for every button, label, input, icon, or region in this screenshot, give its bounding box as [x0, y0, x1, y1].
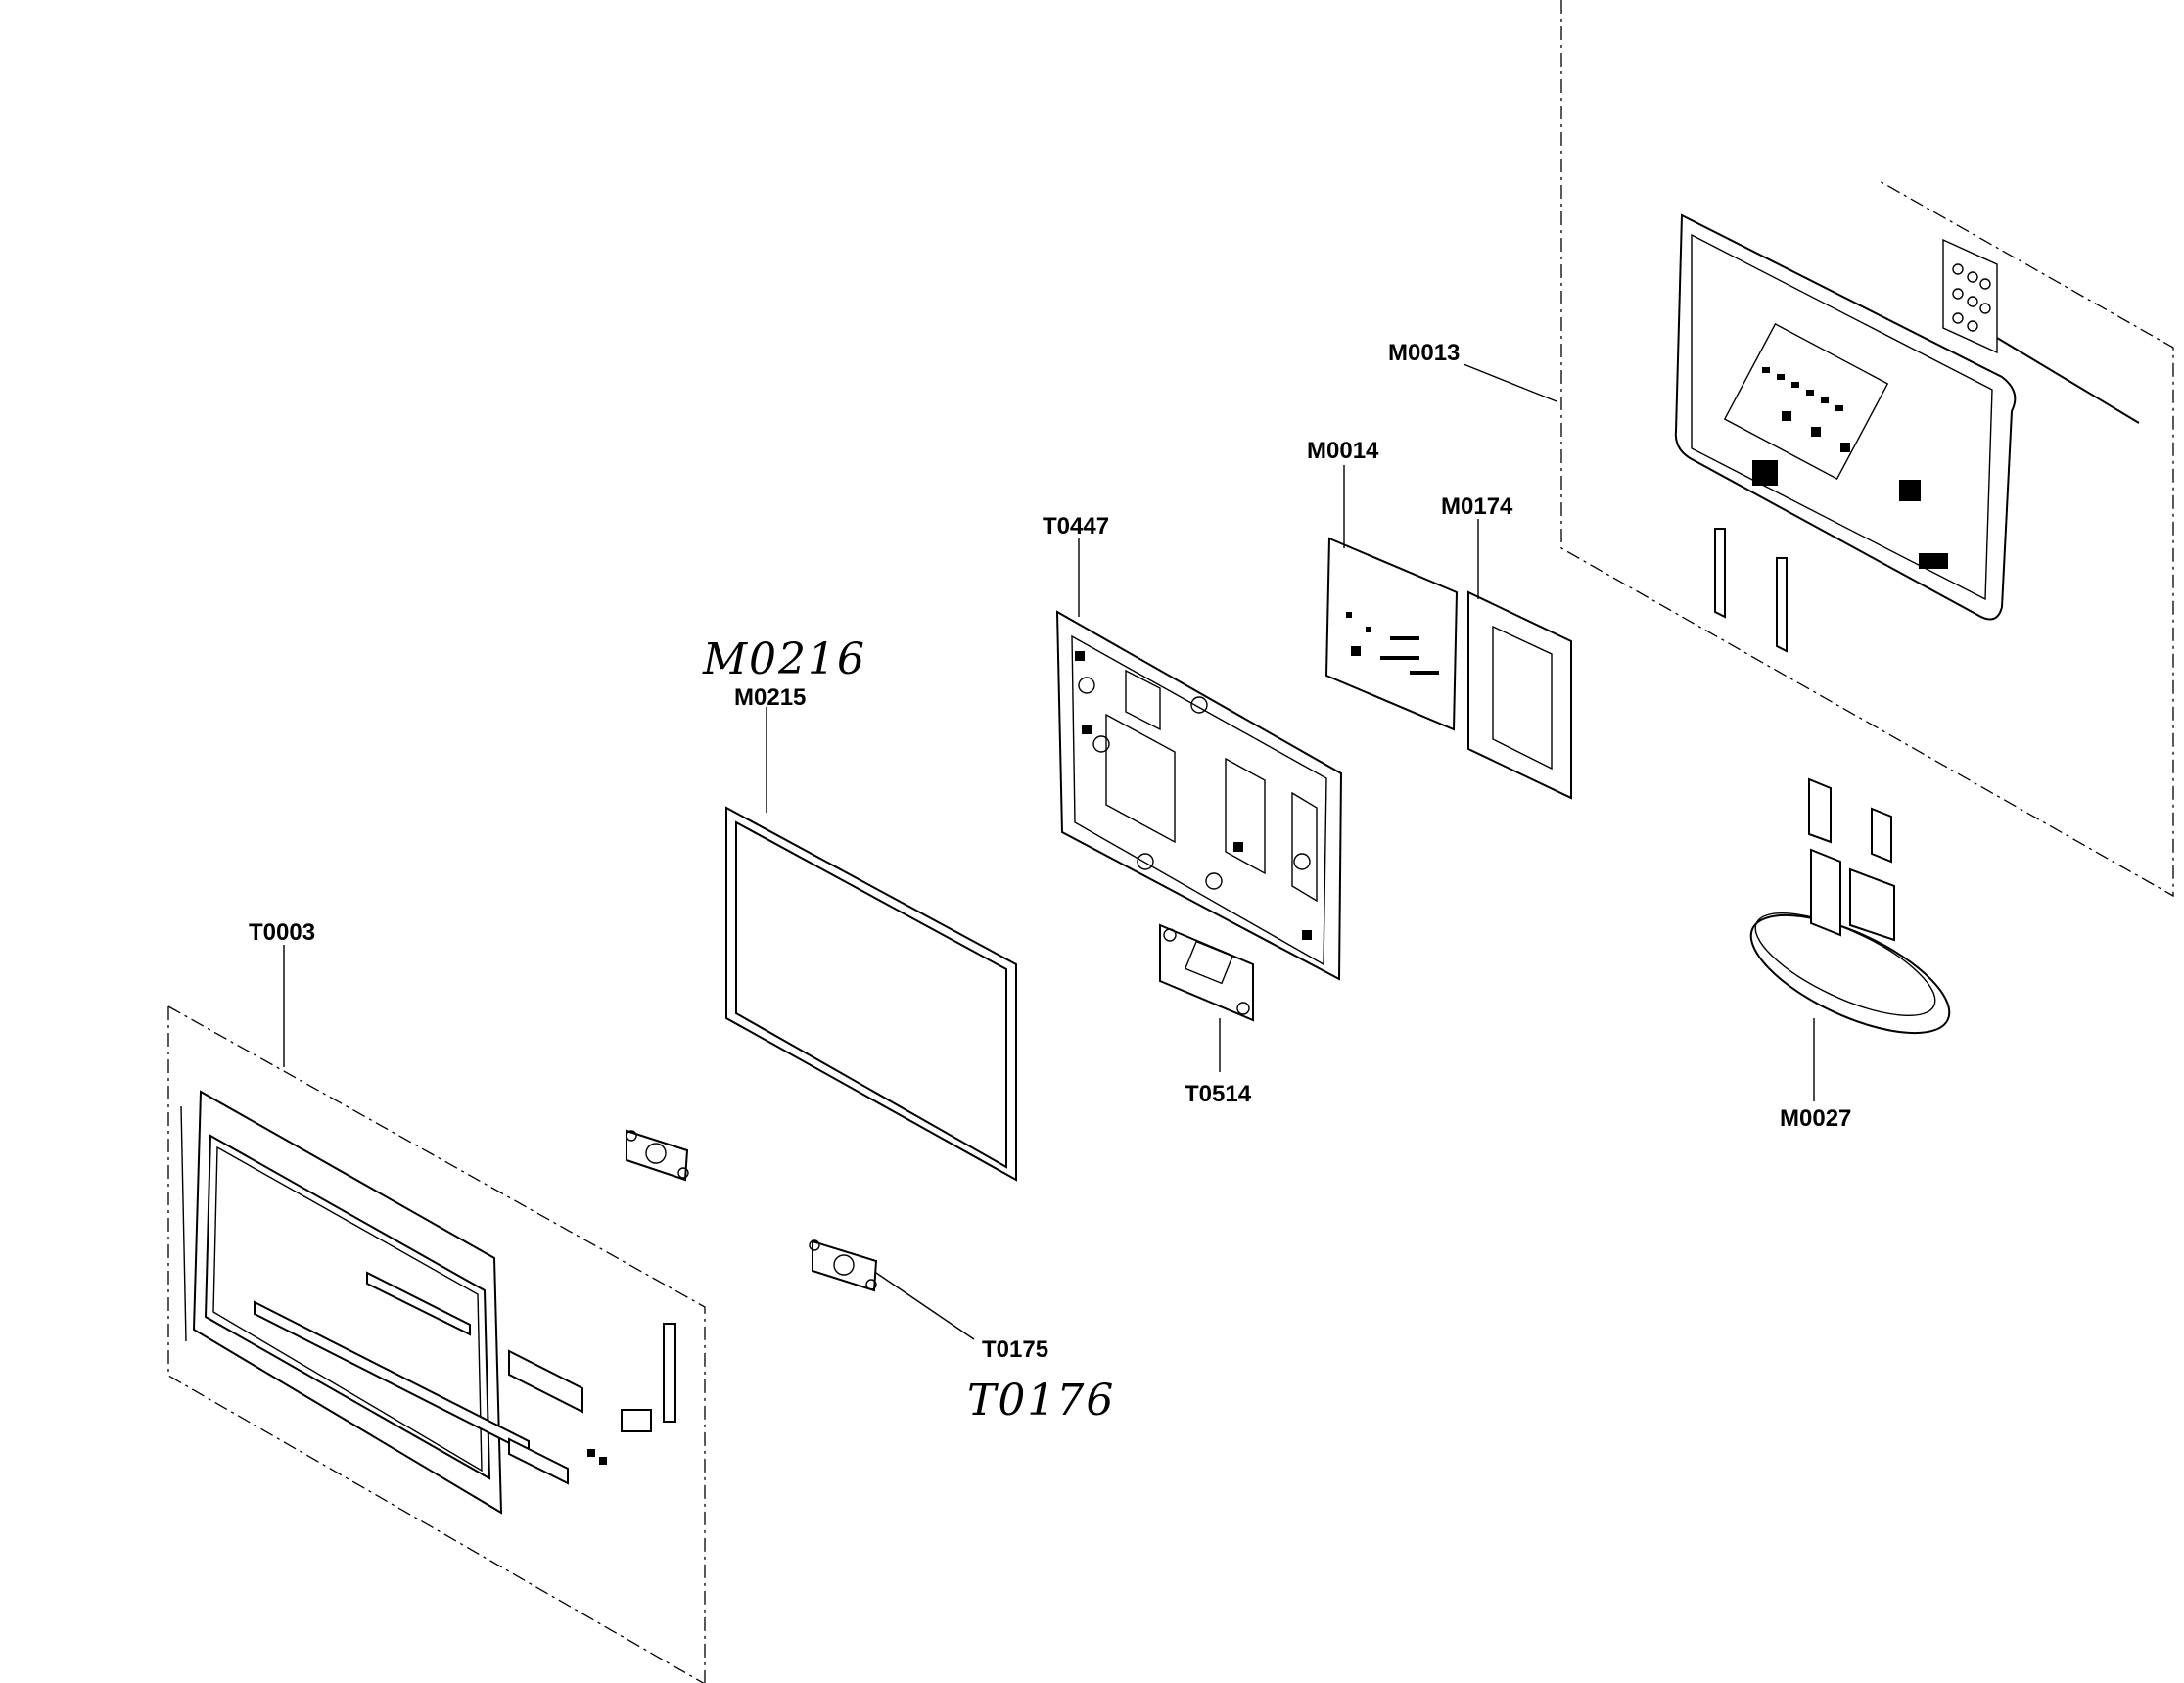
- main-board: [1324, 537, 1459, 731]
- speaker-right: [809, 1239, 878, 1292]
- label-t0003: T0003: [249, 919, 315, 946]
- stand-assembly: [1749, 777, 1951, 1035]
- speaker-bracket: [1159, 923, 1254, 1022]
- label-t0514: T0514: [1185, 1081, 1252, 1107]
- rear-cover-group: [1560, 0, 2174, 898]
- label-m0027: M0027: [1780, 1105, 1851, 1132]
- chassis-frame: [1055, 610, 1343, 981]
- label-t0175: T0175: [982, 1336, 1048, 1363]
- label-t0447: T0447: [1043, 513, 1109, 539]
- label-m0014: M0014: [1307, 438, 1379, 464]
- front-bezel-group: [167, 1005, 706, 1683]
- label-m0174: M0174: [1441, 493, 1513, 520]
- power-board: [1467, 590, 1572, 800]
- label-t0176-handwritten: T0176: [967, 1376, 1115, 1426]
- leader-lines: [283, 363, 1815, 1340]
- lcd-panel: [725, 806, 1017, 1182]
- label-m0215: M0215: [734, 684, 806, 711]
- label-m0013: M0013: [1388, 340, 1460, 366]
- label-m0216-handwritten: M0216: [702, 634, 866, 684]
- speaker-left: [626, 1129, 689, 1182]
